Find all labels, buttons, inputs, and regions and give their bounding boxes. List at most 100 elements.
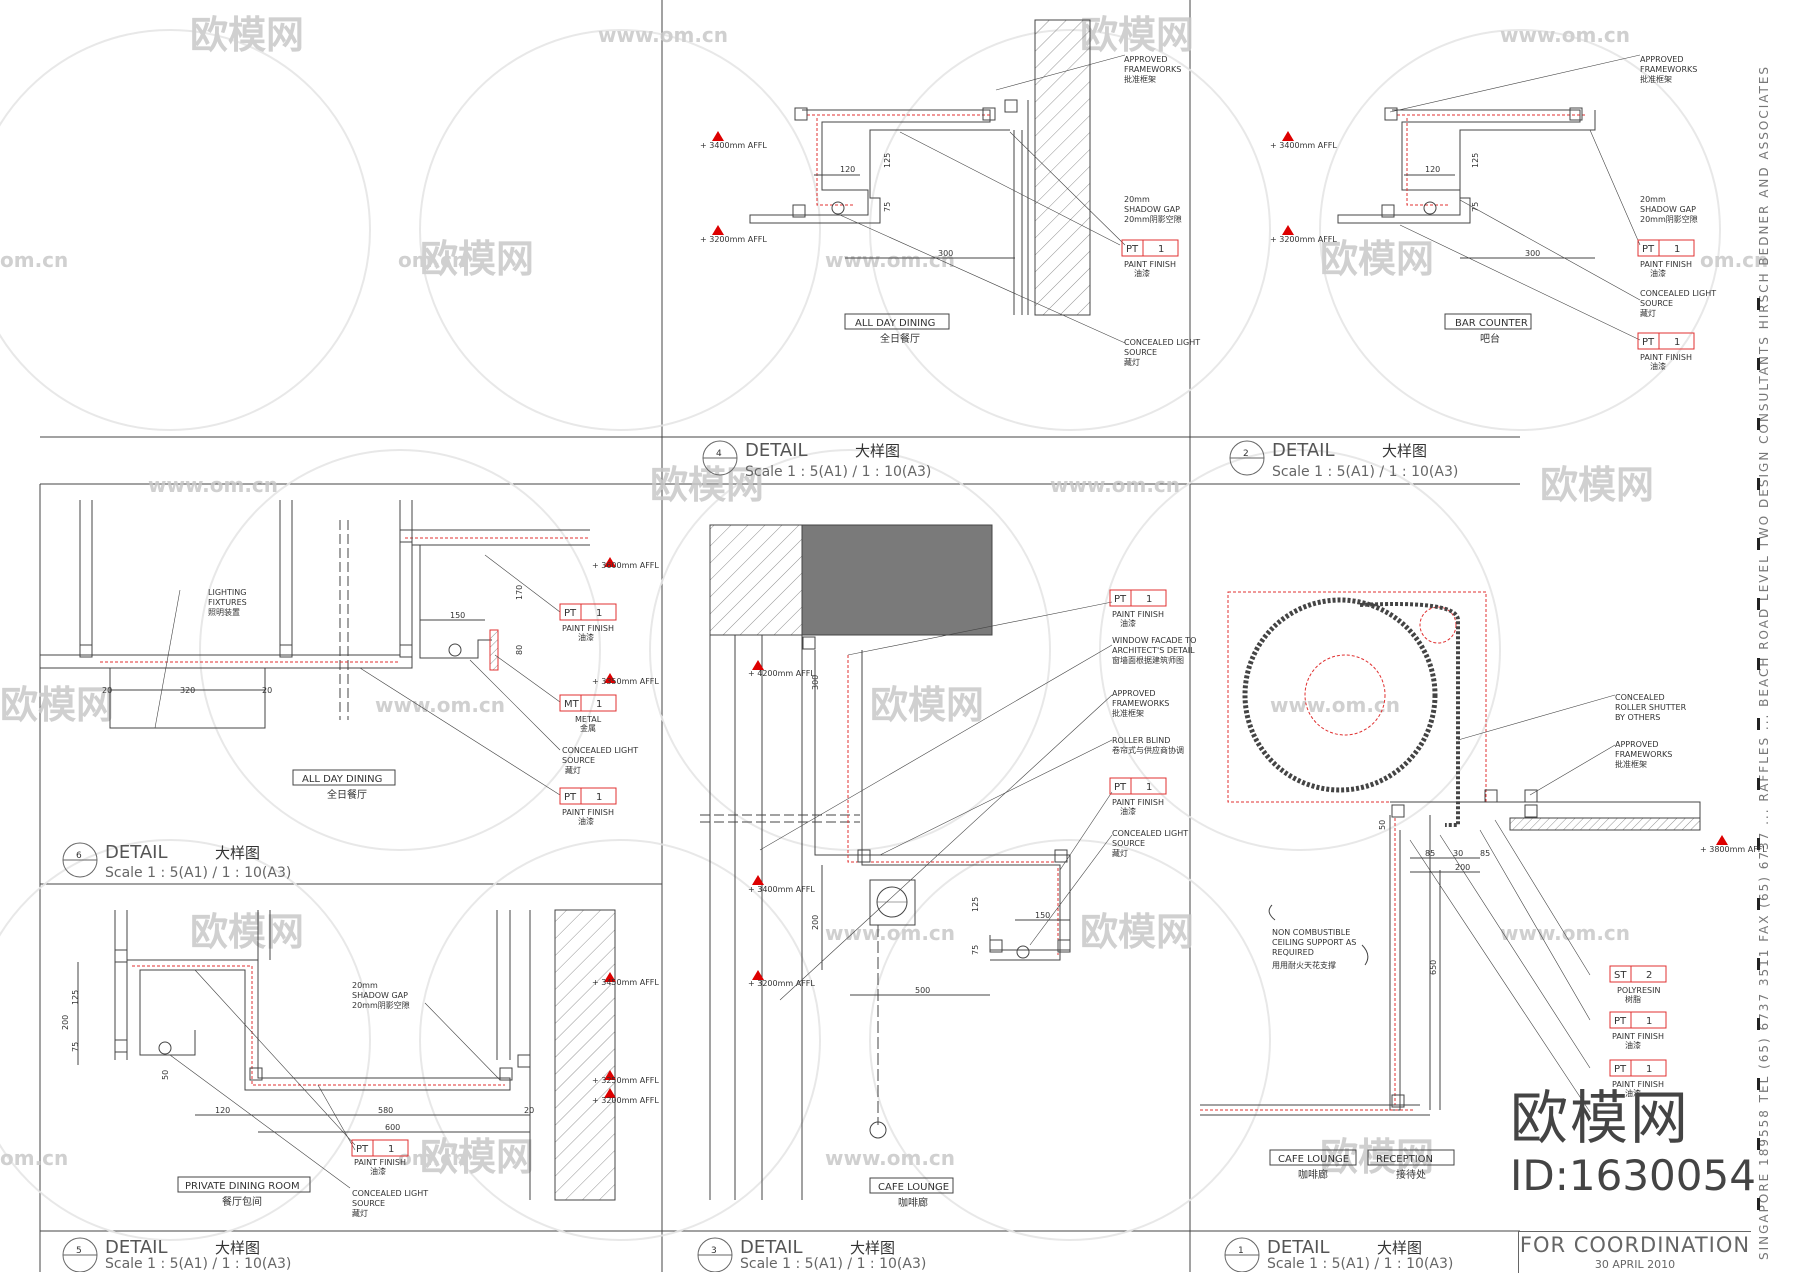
drawing-label: SHADOW GAP [1124,205,1180,214]
drawing-label: 油漆 [578,632,594,642]
drawing-label: 320 [180,686,195,695]
watermark-url: www.om.cn [1500,921,1630,945]
bulkhead-outline [749,109,1010,224]
detail-4: + 3400mm AFFL + 3200mm AFFL 120 125 75 3… [700,19,1200,480]
drawing-label: CONCEALED LIGHT [562,746,638,755]
drawing-label: + 3400mm AFFL [748,885,815,894]
detail-3: + 4200mm AFFL + 3400mm AFFL + 3200mm AFF… [697,524,1196,1272]
drawing-label: POLYRESIN [1617,986,1660,995]
watermark-brand: 欧模网 [650,463,764,507]
drawing-label: 大样图 [215,844,260,862]
drawing-label: 1 [1674,337,1680,348]
drawing-label: PAINT FINISH [562,808,614,817]
drawing-label: + 3200mm AFFL [700,235,767,244]
drawing-label: SOURCE [562,756,595,765]
drawing-label: FRAMEWORKS [1615,750,1672,759]
drawing-label: 接待处 [1396,1168,1426,1181]
drawing-label: PAINT FINISH [1112,610,1164,619]
drawing-label: + 3250mm AFFL [592,1076,659,1085]
drawing-label: 油漆 [1650,268,1666,278]
drawing-label: 20 [524,1106,534,1115]
watermark-brand: 欧模网 [190,13,304,57]
detail-2: + 3400mm AFFL + 3200mm AFFL 120 125 75 3… [1229,54,1716,480]
detail-1: 50 85 30 85 200 650 + 3800mm AFFL CONCEA… [1200,591,1767,1272]
drawing-label: 4 [716,449,722,459]
drawing-label: APPROVED [1124,55,1168,64]
drawing-label: PAINT FINISH [1640,260,1692,269]
drawing-label: SOURCE [1124,348,1157,357]
drawing-label: 窗墙面根据建筑师图 [1112,655,1184,665]
drawing-label: 500 [915,986,930,995]
drawing-label: Scale 1 : 5(A1) / 1 : 10(A3) [1267,1256,1453,1272]
drawing-label: CONCEALED LIGHT [1640,289,1716,298]
drawing-label: 照明装置 [208,607,240,617]
drawing-label: 200 [1455,863,1470,872]
drawing-label: 300 [1525,249,1540,258]
drawing-label: PRIVATE DINING ROOM [185,1181,300,1192]
drawing-label: MT [564,699,580,710]
drawing-label: + 3200mm AFFL [592,1096,659,1105]
drawing-label: ALL DAY DINING [855,318,935,329]
drawing-label: FRAMEWORKS [1112,699,1169,708]
drawing-label: 20mm阴影空隙 [1124,214,1182,224]
drawing-label: 20 [262,686,272,695]
solid-block [801,524,993,636]
drawing-label: FRAMEWORKS [1640,65,1697,74]
drawing-label: + 3200mm AFFL [748,979,815,988]
drawing-label: 油漆 [1134,268,1150,278]
drawing-label: CONCEALED LIGHT [1112,829,1188,838]
watermark-url: om.cn [0,248,68,272]
watermark-url: om.cn [1700,248,1768,272]
drawing-label: ST [1614,970,1627,981]
watermark-layer: 欧模网 欧模网 欧模网 欧模网 欧模网 欧模网 欧模网 欧模网 欧模网 欧模网 … [0,13,1768,1241]
drawing-label: 1 [596,792,602,803]
drawing-label: RECEPTION [1376,1154,1433,1165]
drawing-label: Scale 1 : 5(A1) / 1 : 10(A3) [105,1256,291,1272]
drawing-label: 20mm [1124,195,1150,204]
drawing-label: 20mm阴影空隙 [1640,214,1698,224]
shutter-roll [1242,597,1438,793]
drawing-label: 20 [102,686,112,695]
drawing-label: CONCEALED [1615,693,1665,702]
drawing-label: 75 [883,202,892,212]
drawing-label: LIGHTING [208,588,246,597]
drawing-label: PT [356,1144,369,1155]
drawing-label: + 4200mm AFFL [748,669,815,678]
drawing-label: Scale 1 : 5(A1) / 1 : 10(A3) [740,1256,926,1272]
drawing-label: 1 [1646,1016,1652,1027]
hatched-wall [709,524,803,636]
drawing-label: 2 [1646,970,1652,981]
drawing-label: 85 [1425,849,1435,858]
drawing-label: 1 [1238,1246,1244,1256]
drawing-label: PAINT FINISH [354,1158,406,1167]
drawing-label: 200 [61,1015,70,1030]
drawing-label: 75 [1471,202,1480,212]
drawing-label: + 3400mm AFFL [700,141,767,150]
drawing-label: PAINT FINISH [562,624,614,633]
drawing-label: 全日餐厅 [880,332,920,345]
drawing-label: 20mm [352,981,378,990]
drawing-label: ROLLER BLIND [1112,736,1170,745]
drawing-label: 金属 [580,723,596,733]
drawing-label: BY OTHERS [1615,713,1660,722]
drawing-label: CEILING SUPPORT AS [1272,938,1356,947]
drawing-label: 1 [1146,594,1152,605]
drawing-label: 藏灯 [565,765,581,775]
drawing-label: CONCEALED LIGHT [1124,338,1200,347]
drawing-label: METAL [575,715,602,724]
drawing-label: Scale 1 : 5(A1) / 1 : 10(A3) [1272,464,1458,480]
drawing-label: 大样图 [855,442,900,460]
drawing-label: 藏灯 [352,1208,368,1218]
drawing-label: 大样图 [1382,442,1427,460]
drawing-label: 125 [1471,153,1480,168]
drawing-label: 咖啡廊 [898,1196,928,1209]
drawing-label: CAFE LOUNGE [878,1182,949,1193]
drawing-label: 50 [1378,820,1387,830]
drawing-label: 批准框架 [1640,74,1672,84]
drawing-label: 3 [711,1246,717,1256]
drawing-label: 批准框架 [1112,708,1144,718]
drawing-label: FRAMEWORKS [1124,65,1181,74]
drawing-label: 油漆 [578,816,594,826]
drawing-label: APPROVED [1615,740,1659,749]
